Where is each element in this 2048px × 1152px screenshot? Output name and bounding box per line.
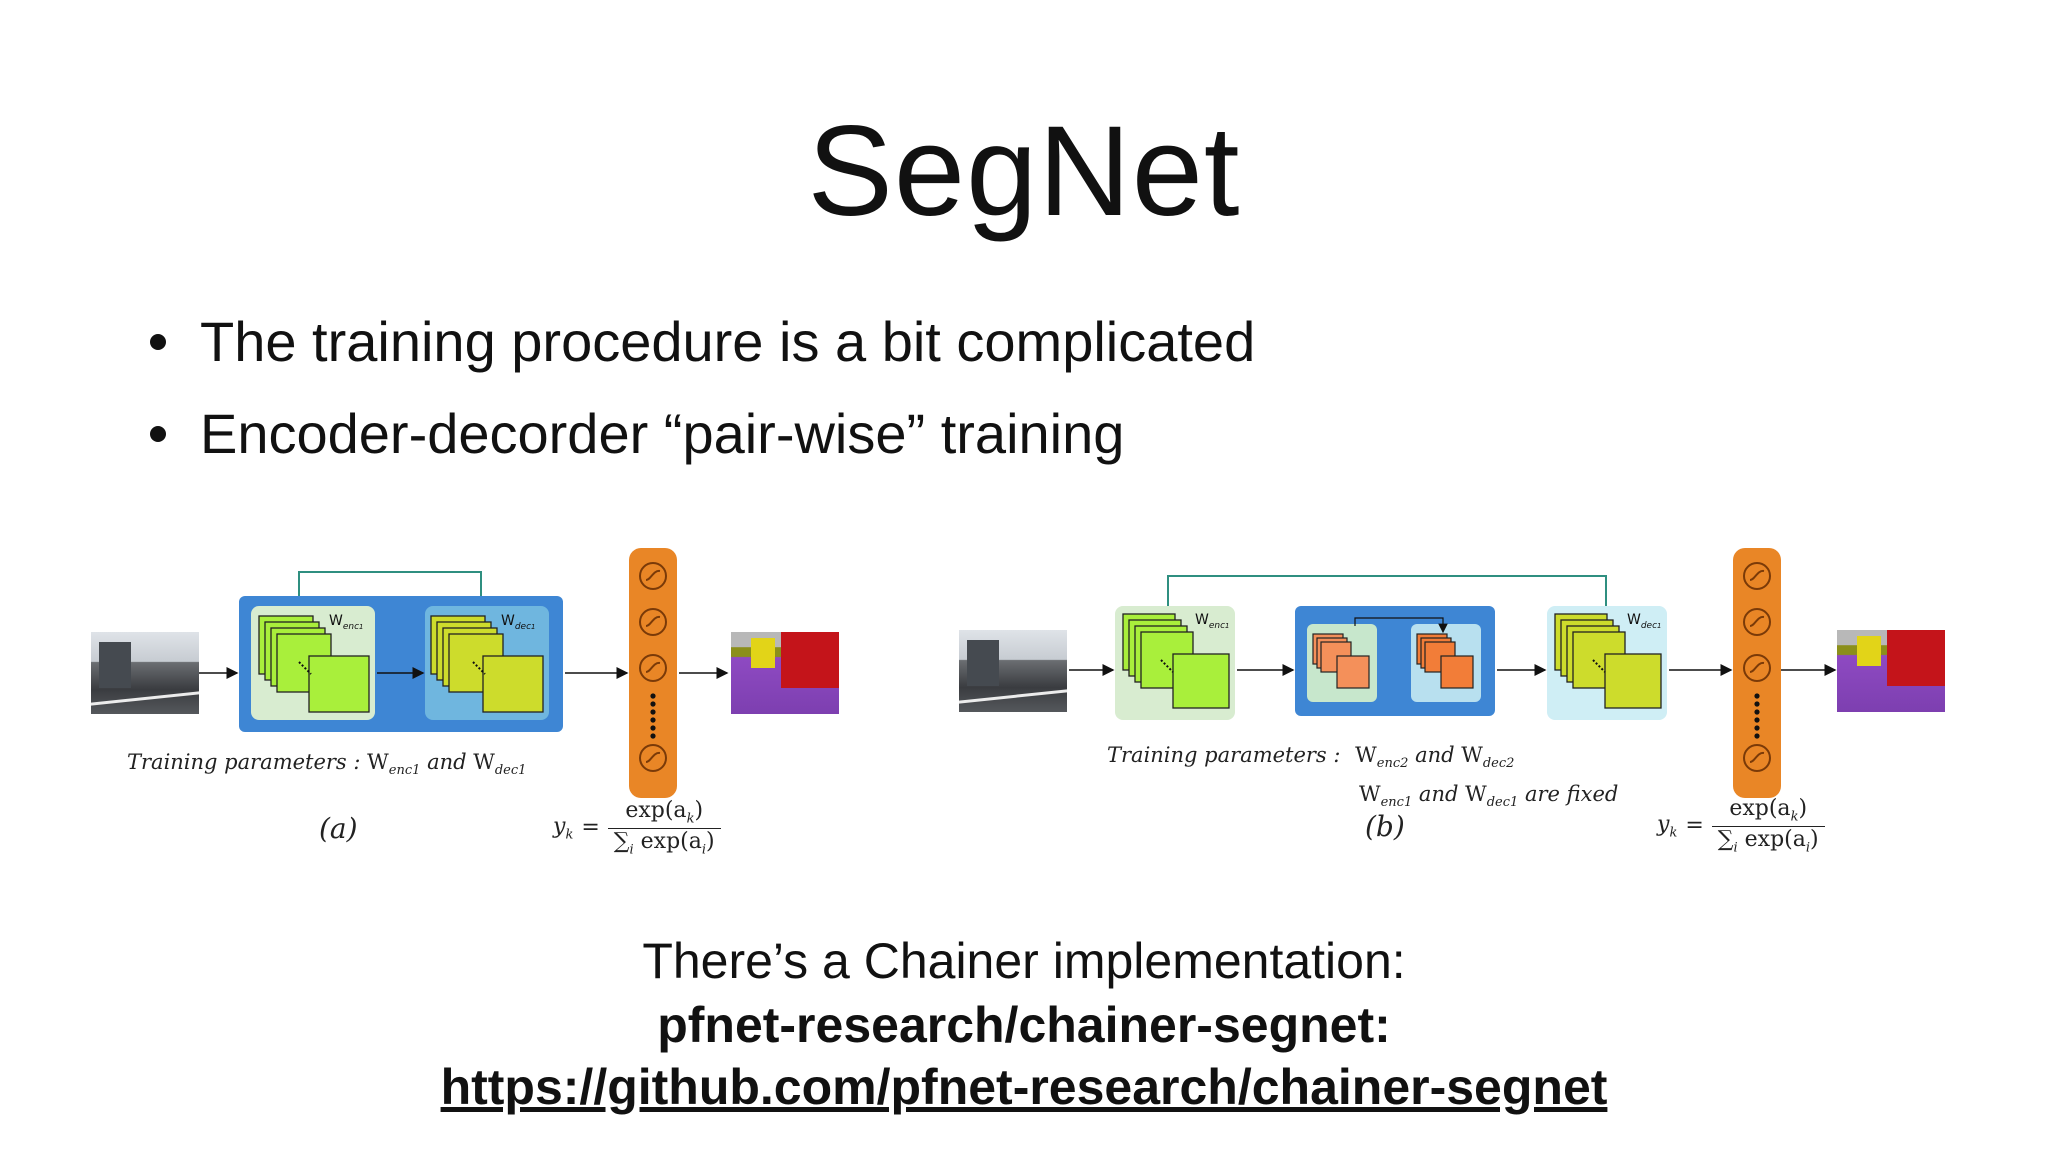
- bullet-list: The training procedure is a bit complica…: [140, 296, 1255, 480]
- softmax-column-b: [1733, 548, 1781, 798]
- output-segmentation-b: [1837, 630, 1945, 712]
- bullet-item-2: Encoder-decorder “pair-wise” training: [140, 388, 1255, 480]
- panel-label-a: (a): [319, 812, 358, 845]
- training-caption-a: Training parameters : Wenc1 and Wdec1: [127, 750, 527, 779]
- inner-decoder-stack-b: [1354, 617, 1474, 689]
- panel-b-svg: [1069, 548, 1837, 798]
- footer-repo-name: pfnet-research/chainer-segnet:: [657, 997, 1391, 1053]
- softmax-node-icon: [1743, 562, 1771, 772]
- bullet-item-1: The training procedure is a bit complica…: [140, 296, 1255, 388]
- input-image-b: [959, 630, 1067, 712]
- skip-connection-a: [298, 571, 482, 617]
- decoder-feature-stack-b: [1554, 613, 1662, 709]
- decoder-feature-stack-a: [430, 615, 544, 713]
- output-segmentation-a: [731, 632, 839, 714]
- diagram-panel-b: Wenc1 Wdec1 Training parameters : Wenc2 …: [955, 540, 1965, 870]
- input-image-a: [91, 632, 199, 714]
- softmax-ellipsis: [650, 693, 656, 739]
- inner-encoder-stack-b: [1312, 633, 1370, 689]
- skip-connection-b: [1167, 575, 1607, 622]
- panel-label-b: (b): [1365, 810, 1405, 843]
- softmax-equation-b: yk = exp(ak) ∑i exp(ai): [1657, 796, 1825, 856]
- softmax-column-a: [629, 548, 677, 798]
- diagram-panel-a: Wenc1 Wdec1 Training parameters : Wenc1 …: [85, 540, 865, 870]
- w-dec-label-a: Wdec1: [501, 613, 536, 632]
- w-dec-label-b: Wdec1: [1627, 612, 1662, 631]
- softmax-equation-a: yk = exp(ak) ∑i exp(ai): [553, 798, 721, 858]
- footer-intro: There’s a Chainer implementation:: [642, 933, 1406, 989]
- softmax-node-icon: [639, 562, 667, 772]
- encoder-feature-stack-b: [1122, 613, 1230, 709]
- footer-repo-link[interactable]: https://github.com/pfnet-research/chaine…: [440, 1059, 1608, 1115]
- w-enc-label-a: Wenc1: [329, 613, 364, 632]
- panel-a-svg: [199, 548, 729, 798]
- training-caption-b: Training parameters : Wenc2 and Wdec2 We…: [1107, 743, 1619, 811]
- encoder-feature-stack-a: [258, 615, 370, 713]
- w-enc-label-b: Wenc1: [1195, 612, 1230, 631]
- slide-title: SegNet: [807, 100, 1241, 243]
- softmax-ellipsis: [1754, 693, 1760, 739]
